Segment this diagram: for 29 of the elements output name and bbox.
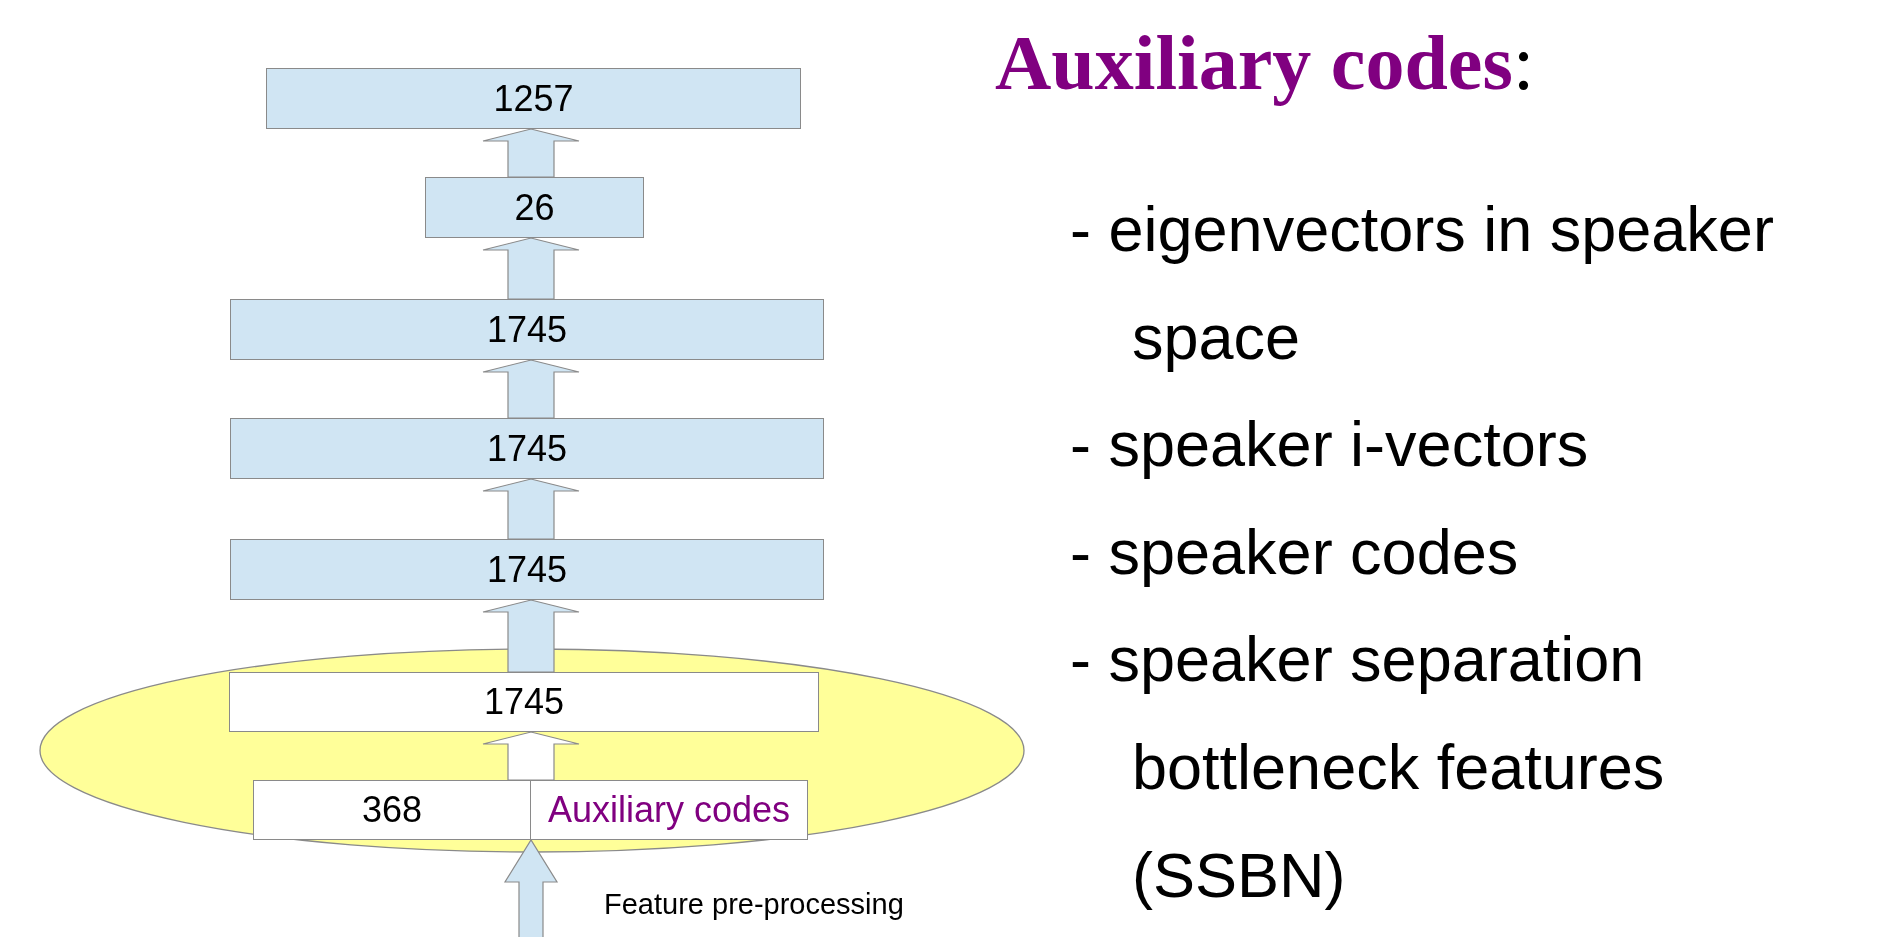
layer-box xyxy=(266,68,801,129)
block-arrow xyxy=(482,128,580,178)
input-label: Auxiliary codes xyxy=(547,789,791,831)
layer-size: 368 xyxy=(361,789,423,831)
layer-box xyxy=(230,418,824,479)
layer-box xyxy=(253,780,531,840)
slide-title: Auxiliary codes: xyxy=(995,18,1535,108)
block-arrow xyxy=(482,599,580,673)
block-arrow xyxy=(482,731,580,781)
layer-box xyxy=(530,780,808,840)
bullet-item: - speaker separation bottleneck features (SSBN) xyxy=(1070,623,1666,912)
layer-box xyxy=(425,177,644,238)
layer-size: 1257 xyxy=(493,77,574,120)
block-arrow xyxy=(503,838,559,937)
bullet-item: - eigenvectors in speaker space xyxy=(1070,193,1775,374)
layer-box xyxy=(230,299,824,360)
layer-size: 26 xyxy=(514,186,555,229)
layer-size: 1745 xyxy=(486,308,568,351)
layer-size: 1745 xyxy=(483,681,565,723)
arrow-caption: Feature pre-processing xyxy=(604,888,904,921)
bullet-item: - speaker codes xyxy=(1070,516,1520,589)
block-arrow xyxy=(482,478,580,540)
bullet-item: - speaker i-vectors xyxy=(1070,408,1590,481)
layer-size: 1745 xyxy=(486,548,568,591)
layer-size: 1745 xyxy=(486,427,568,470)
block-arrow xyxy=(482,237,580,300)
layer-box xyxy=(230,539,824,600)
layer-box xyxy=(229,672,819,732)
block-arrow xyxy=(482,359,580,419)
